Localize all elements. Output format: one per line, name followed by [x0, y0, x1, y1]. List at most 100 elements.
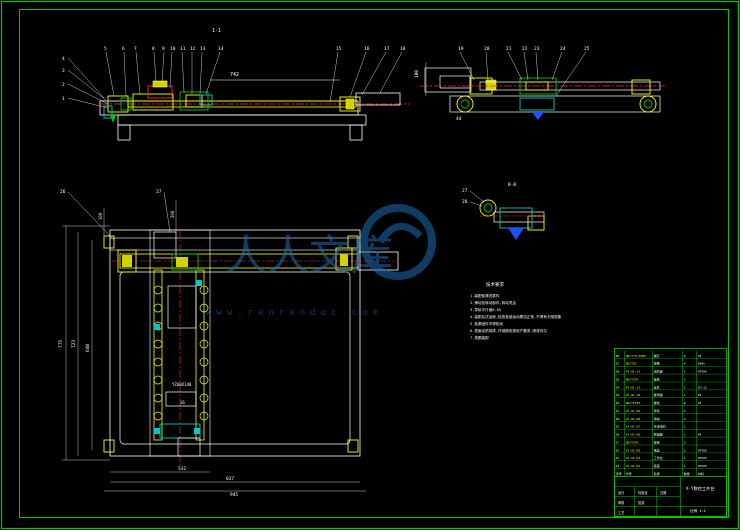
- parts-cell-code: XY-01-10: [626, 393, 641, 397]
- parts-cell-no: 24: [616, 385, 620, 389]
- plan-table-outline: [109, 229, 361, 457]
- leader-1: 1: [62, 96, 65, 102]
- side-dim-b: 44: [456, 116, 462, 122]
- leader-18: 18: [400, 46, 406, 52]
- parts-cell-mat: HT200: [698, 456, 707, 460]
- parts-header-qty: 数量: [684, 471, 690, 476]
- parts-cell-name: 丝杠: [654, 384, 660, 389]
- notes-line-6: 6.表面涂防锈漆,外观颜色按用户要求,喷漆均匀: [470, 328, 547, 333]
- parts-cell-qty: 8: [684, 401, 686, 405]
- front-right-shaft-ext: [355, 92, 401, 106]
- parts-cell-mat: 35: [698, 401, 702, 405]
- front-bed: [99, 100, 359, 116]
- side-dim-a: 100: [414, 70, 420, 78]
- leader-17: 17: [384, 46, 390, 52]
- tb-cell-review: 审核: [618, 500, 625, 505]
- plan-corner-br: [347, 439, 359, 453]
- detail-leader-28: 28: [462, 199, 468, 205]
- parts-cell-name: 垫圈: [654, 361, 660, 366]
- side-view: 100 44 19 20 21 22 23 24 25: [414, 46, 665, 122]
- title-block-frame: [614, 348, 727, 517]
- parts-cell-no: 20: [616, 417, 620, 421]
- plan-corner-bl: [103, 439, 115, 453]
- parts-cell-mat: HT200: [698, 370, 707, 374]
- parts-cell-no: 18: [616, 433, 620, 437]
- plan-y-accents: [154, 280, 202, 434]
- parts-cell-name: 底座: [654, 463, 660, 468]
- plan-view: YZ60X140 16 532 837 945 775 723 640 100 …: [58, 189, 399, 498]
- plan-worktable: [119, 271, 351, 445]
- front-top-leaders: 5 6 7 8 9 10 11 12 13 14 15 16 17 18: [104, 46, 406, 103]
- tb-scale-note: 比例 1:2: [690, 508, 706, 513]
- parts-cell-no: 28: [616, 354, 620, 358]
- notes-line-2: 2.滑动及转动部件,转动灵活: [470, 300, 516, 305]
- parts-cell-code: XY-01-11: [626, 385, 641, 389]
- plan-right-bearing: [335, 247, 353, 271]
- parts-header-no: 序号: [616, 471, 622, 476]
- detail-bearing: [479, 199, 497, 217]
- leader-16: 16: [364, 46, 370, 52]
- parts-cell-name: 滑块: [654, 416, 660, 421]
- parts-cell-code: XY-01-04: [626, 456, 641, 460]
- parts-cell-name: 导轨: [654, 408, 660, 413]
- side-base: [449, 95, 661, 113]
- leader-13: 13: [200, 46, 206, 52]
- parts-cell-code: GB/T70-2000: [626, 354, 646, 358]
- notes-line-7: 7.按图装配: [470, 335, 489, 340]
- parts-cell-code: XY-01-08: [626, 417, 641, 421]
- watermark-url: www.renrendoc.com: [206, 308, 383, 318]
- front-left-cap: [120, 97, 132, 111]
- parts-cell-name: 轴承: [654, 439, 660, 444]
- parts-cell-qty: 1: [684, 433, 686, 437]
- leader-22: 22: [522, 46, 528, 52]
- plan-leader-27: 27: [156, 189, 162, 195]
- watermark-text: 人人文库: [225, 231, 393, 280]
- parts-cell-no: 15: [616, 456, 620, 460]
- parts-cell-code: GB/T276: [626, 377, 639, 381]
- detail-label: B-B: [508, 182, 516, 188]
- parts-cell-qty: 1: [684, 385, 686, 389]
- plan-left-bearing: [117, 249, 137, 273]
- parts-cell-no: 16: [616, 448, 620, 452]
- leader-2: 2: [62, 82, 65, 88]
- leader-4: 4: [62, 56, 65, 62]
- parts-cell-name: 螺栓: [654, 400, 660, 405]
- notes-line-1: 1.装配前清洗零件: [470, 293, 500, 298]
- parts-header-mat: 材料: [698, 471, 704, 476]
- plan-corner-tl: [103, 235, 115, 249]
- tb-cell-date: 日期: [660, 490, 666, 495]
- parts-cell-code: XY-01-09: [626, 409, 641, 413]
- plan-dim-100: 100: [98, 212, 103, 220]
- leader-20: 20: [484, 46, 490, 52]
- parts-cell-mat: 65Mn: [698, 362, 705, 366]
- plan-y-bracket: [171, 253, 199, 271]
- detail-block: [499, 207, 533, 229]
- front-motor-cap: [152, 80, 168, 88]
- parts-cell-code: GB/T5783: [626, 401, 641, 405]
- front-left-foot-mark: [110, 115, 116, 123]
- front-nut: [185, 94, 203, 108]
- parts-cell-code: GB/T276: [626, 440, 639, 444]
- parts-cell-qty: 2: [684, 440, 686, 444]
- plan-inner-label-2: 16: [180, 400, 185, 405]
- front-left-leaders: 4 3 2 1: [62, 56, 109, 109]
- leader-24: 24: [560, 46, 566, 52]
- detail-blue-marker: [508, 228, 524, 240]
- leader-3: 3: [62, 68, 65, 74]
- plan-y-carriage: [167, 285, 197, 329]
- detail-rail: [493, 211, 545, 223]
- parts-cell-qty: 4: [684, 417, 686, 421]
- leader-15: 15: [336, 46, 342, 52]
- plan-y-rail-left: [153, 269, 163, 441]
- parts-cell-mat: HT200: [698, 448, 707, 452]
- plan-y-motor: [177, 437, 201, 457]
- front-left-plate: [103, 105, 113, 119]
- parts-cell-no: 22: [616, 401, 620, 405]
- parts-cell-mat: 45: [698, 393, 702, 397]
- front-dim-742: 742: [230, 72, 239, 78]
- notes-line-3: 3.导轨平行度0.05: [470, 307, 501, 312]
- parts-cell-name: 螺母座: [654, 392, 663, 397]
- technical-notes: 技术要求 1.装配前清洗零件 2.滑动及转动部件,转动灵活 3.导轨平行度0.0…: [470, 281, 562, 340]
